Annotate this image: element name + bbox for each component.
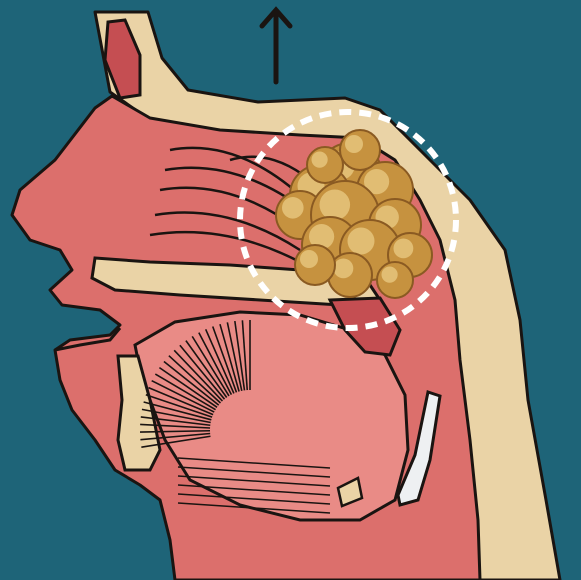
polyp-highlight [348, 228, 375, 255]
polyp-highlight [345, 135, 363, 153]
polyp-highlight [320, 190, 351, 221]
polyp-highlight [300, 250, 318, 268]
polyp-highlight [282, 197, 304, 219]
polyp-highlight [334, 259, 354, 279]
polyp-highlight [394, 239, 414, 259]
polyp-highlight [312, 152, 328, 168]
polyp-highlight [382, 267, 398, 283]
